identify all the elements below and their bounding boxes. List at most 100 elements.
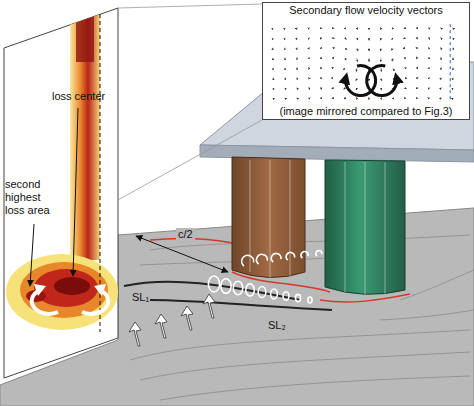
velocity-vector bbox=[380, 28, 381, 30]
velocity-vector bbox=[284, 87, 285, 88]
flow-arrow bbox=[181, 306, 193, 330]
velocity-vector bbox=[297, 57, 298, 59]
velocity-vector bbox=[296, 97, 297, 98]
velocity-vector bbox=[369, 58, 370, 61]
velocity-vector bbox=[417, 77, 418, 79]
velocity-vector bbox=[452, 47, 453, 48]
velocity-vector bbox=[320, 98, 322, 99]
velocity-vector bbox=[309, 27, 311, 28]
passage-vortex bbox=[208, 251, 321, 303]
velocity-vector bbox=[356, 98, 358, 99]
velocity-vector bbox=[345, 28, 346, 30]
blade-brown bbox=[232, 157, 305, 278]
velocity-vector bbox=[392, 28, 394, 29]
vortex-arrow bbox=[367, 66, 397, 96]
velocity-vector bbox=[392, 58, 394, 61]
velocity-vector bbox=[357, 58, 358, 62]
velocity-vector bbox=[440, 27, 442, 28]
inset-dashed-line bbox=[450, 24, 451, 100]
velocity-vector bbox=[380, 58, 381, 62]
velocity-vector bbox=[296, 67, 297, 69]
velocity-vector bbox=[429, 98, 431, 99]
velocity-vector bbox=[356, 68, 358, 71]
velocity-vector bbox=[321, 28, 323, 29]
flow-arrow bbox=[129, 322, 141, 346]
velocity-vector bbox=[417, 87, 418, 88]
vortex-loop bbox=[283, 292, 289, 301]
velocity-vector bbox=[285, 37, 286, 38]
velocity-vector bbox=[296, 87, 297, 88]
callout-label: loss center bbox=[52, 90, 105, 103]
velocity-vector bbox=[284, 67, 285, 68]
velocity-vector bbox=[416, 37, 417, 38]
velocity-vector bbox=[333, 47, 335, 48]
velocity-vector bbox=[272, 67, 273, 68]
vector-arrows bbox=[273, 28, 454, 100]
velocity-vector bbox=[332, 67, 333, 68]
velocity-vector bbox=[273, 57, 274, 58]
velocity-vector bbox=[405, 78, 407, 79]
velocity-vector bbox=[453, 77, 454, 78]
blade-streaks bbox=[250, 160, 385, 295]
velocity-vector bbox=[320, 67, 322, 68]
velocity-vector bbox=[321, 37, 322, 38]
velocity-vector bbox=[452, 27, 453, 28]
velocity-vector bbox=[320, 87, 321, 88]
vortex-loop bbox=[208, 276, 219, 292]
vortex-loop bbox=[258, 287, 266, 298]
velocity-vector bbox=[403, 38, 405, 39]
velocity-vector bbox=[368, 78, 369, 81]
velocity-vector bbox=[440, 47, 441, 49]
vortex-loop bbox=[233, 281, 242, 295]
velocity-vector bbox=[331, 77, 333, 78]
pitch-dimension bbox=[136, 236, 228, 272]
velocity-vector bbox=[272, 77, 273, 78]
vortex-loop bbox=[316, 251, 322, 256]
zoom-line bbox=[118, 120, 262, 200]
velocity-vector bbox=[453, 67, 454, 69]
velocity-vector bbox=[452, 57, 453, 59]
dimension-label: c/2 bbox=[176, 228, 195, 241]
velocity-vector bbox=[393, 68, 394, 71]
velocity-vector bbox=[428, 57, 429, 58]
velocity-vector bbox=[416, 57, 417, 58]
velocity-vector bbox=[321, 47, 323, 49]
velocity-vector bbox=[357, 38, 359, 40]
velocity-vector bbox=[272, 87, 273, 88]
velocity-vector bbox=[392, 38, 393, 39]
velocity-vector bbox=[393, 78, 395, 80]
velocity-vector bbox=[345, 48, 347, 49]
velocity-vector bbox=[345, 58, 346, 60]
velocity-vector bbox=[405, 98, 406, 100]
velocity-vector bbox=[417, 98, 419, 99]
blade-green bbox=[325, 160, 405, 294]
vortex-loop bbox=[246, 284, 255, 296]
velocity-vector bbox=[308, 77, 310, 79]
velocity-vector bbox=[333, 57, 335, 58]
velocity-vector bbox=[429, 77, 431, 79]
vortex-loop bbox=[286, 252, 294, 260]
vortex-loop bbox=[271, 253, 281, 262]
velocity-vector bbox=[285, 47, 286, 48]
velocity-vector bbox=[333, 28, 334, 29]
velocity-vector bbox=[428, 47, 430, 49]
velocity-vector bbox=[345, 38, 347, 39]
vortex-loop bbox=[242, 255, 254, 266]
velocity-vector bbox=[369, 28, 370, 30]
velocity-vector bbox=[297, 27, 298, 28]
streak-line-2 bbox=[150, 300, 332, 310]
velocity-vector bbox=[391, 48, 393, 50]
velocity-vector bbox=[344, 98, 346, 100]
plane-dashed-line bbox=[100, 14, 101, 332]
velocity-vector bbox=[369, 48, 370, 51]
velocity-vector bbox=[321, 57, 322, 58]
velocity-vector bbox=[381, 78, 383, 81]
velocity-vector bbox=[357, 28, 359, 29]
velocity-vector bbox=[428, 27, 430, 28]
flow-arrow bbox=[155, 314, 167, 338]
velocity-vector bbox=[297, 37, 298, 38]
velocity-vector bbox=[320, 77, 322, 79]
panel-note: (image mirrored compared to Fig.3) bbox=[276, 104, 455, 119]
streak-label: SL₂ bbox=[268, 319, 286, 332]
leader-line bbox=[73, 108, 78, 276]
